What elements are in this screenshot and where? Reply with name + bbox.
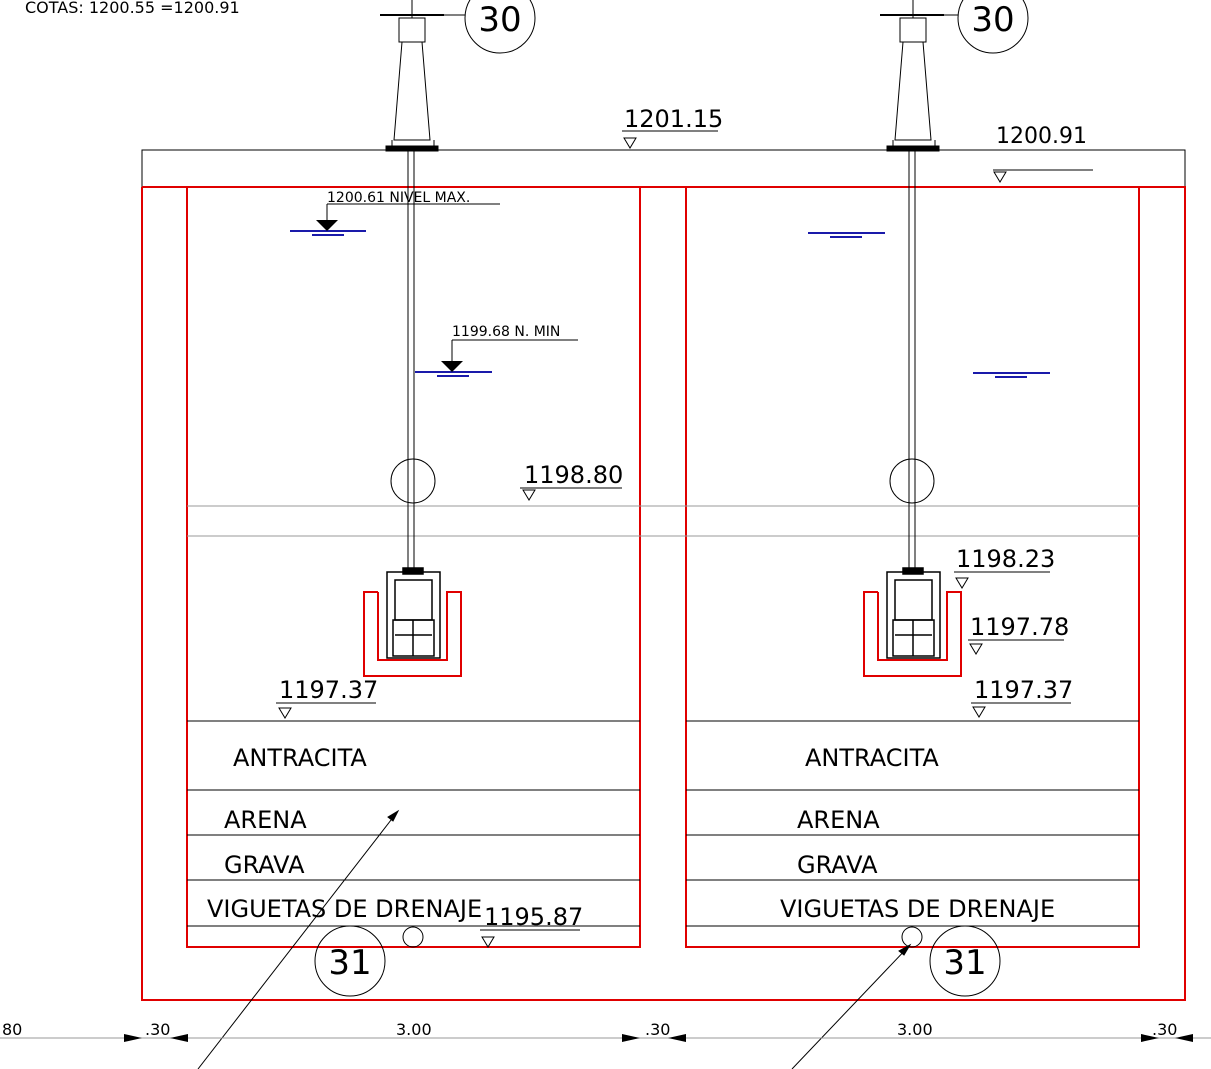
dim-cell-2: 3.00 [897,1020,933,1039]
svg-text:31: 31 [943,943,986,983]
layer-sand-left: ARENA [224,806,307,834]
elev-bottom: 1195.87 [484,903,583,931]
drain-pipe-left [402,926,424,948]
svg-text:30: 30 [478,0,521,40]
water-level-marks [290,230,1050,378]
dim-cell-1: 3.00 [396,1020,432,1039]
elev-valve-top: 1198.23 [956,545,1055,573]
layer-sand-right: ARENA [797,806,880,834]
overflow-pipe-left [390,458,436,504]
valve-trough-left [363,591,462,677]
elev-overflow: 1198.80 [524,461,623,489]
svg-text:30: 30 [971,0,1014,40]
layer-gravel-right: GRAVA [797,851,878,879]
top-slab [141,149,1186,188]
dim-wall-2: .30 [645,1020,670,1039]
overflow-pipe-right [889,458,935,504]
elev-valve-bottom: 1197.78 [970,613,1069,641]
water-level-triangles [316,220,463,372]
header-note: COTAS: 1200.55 =1200.91 [25,0,240,17]
callout-arrows [197,809,912,1069]
drain-pipe-right [901,926,923,948]
elevation-markers [278,137,1007,948]
elev-top-slab: 1201.15 [624,105,723,133]
valve-trough-right [863,591,962,677]
layer-anthracite-right: ANTRACITA [805,744,939,772]
channel-lines [187,505,1139,537]
callout-30-right: 30 [930,0,1029,54]
layer-underdrain-left: VIGUETAS DE DRENAJE [207,895,482,923]
dim-left-partial: 80 [2,1020,22,1039]
dim-wall-1: .30 [145,1020,170,1039]
callout-31-left: 31 [314,925,386,997]
elev-media-top-left: 1197.37 [279,676,378,704]
callout-30-left: 30 [430,0,536,54]
valve-body-right [886,567,941,659]
valve-actuator-right [880,0,944,572]
elev-media-top-right: 1197.37 [974,676,1073,704]
right-cell [685,186,1140,948]
elev-top-right: 1200.91 [996,124,1087,149]
elev-nivel-min: 1199.68 N. MIN [452,324,560,340]
elev-nivel-max: 1200.61 NIVEL MAX. [327,190,470,206]
leader-lines [276,130,1093,931]
callout-31-right: 31 [929,925,1001,997]
media-layer-lines [187,720,1139,927]
svg-text:31: 31 [328,943,371,983]
layer-gravel-left: GRAVA [224,851,305,879]
layer-anthracite-left: ANTRACITA [233,744,367,772]
valve-body-left [386,567,441,659]
layer-underdrain-right: VIGUETAS DE DRENAJE [780,895,1055,923]
dim-wall-3: .30 [1152,1020,1177,1039]
dimension-ticks [124,1034,1193,1042]
